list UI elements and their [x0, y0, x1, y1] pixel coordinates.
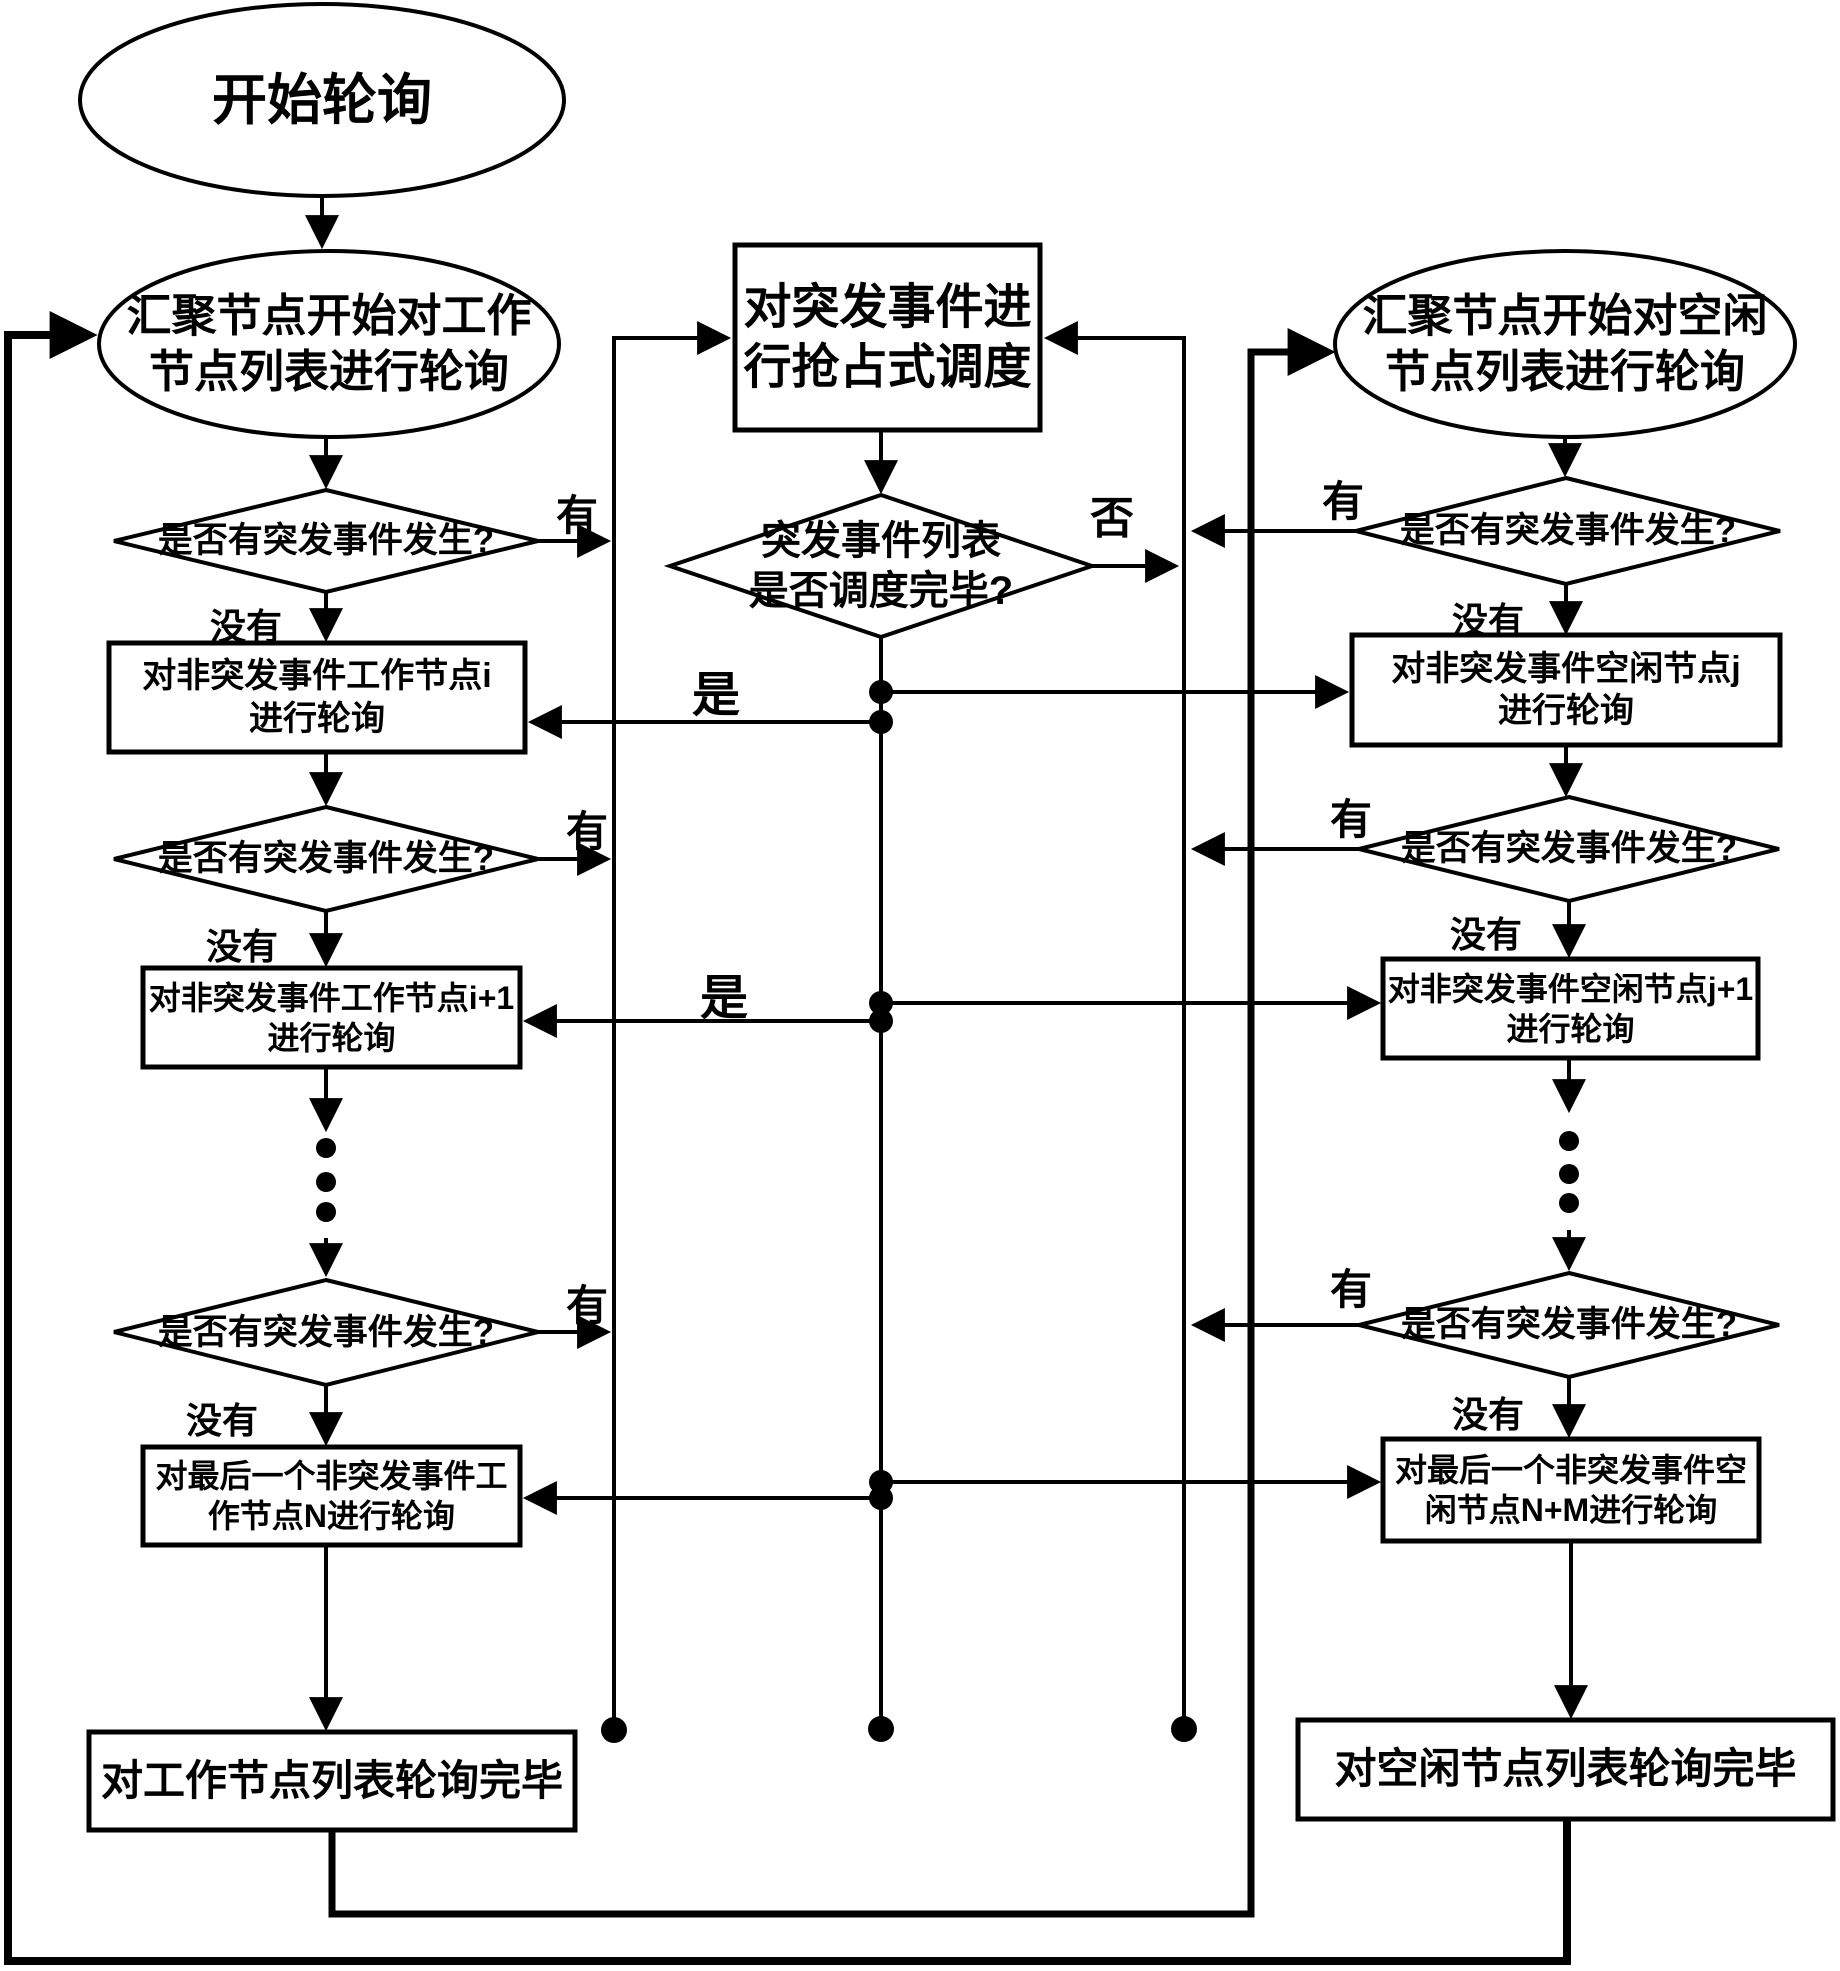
terminal-dot-middle	[868, 1716, 894, 1742]
work-n-rect	[140, 1444, 523, 1548]
schedule-rect	[732, 242, 1043, 433]
work-done-rect	[86, 1729, 578, 1833]
idle-done-rect	[1295, 1717, 1836, 1822]
junction-dot	[869, 1009, 893, 1033]
idle-j1-rect	[1380, 956, 1761, 1061]
junction-dot	[869, 1486, 893, 1510]
idle-nm-rect	[1380, 1436, 1762, 1544]
ellipsis-dot-right	[1559, 1131, 1579, 1151]
merge-line-left-to-schedule	[612, 321, 732, 1730]
work-head-ellipse	[97, 249, 561, 439]
left-burst-check2-diamond	[113, 804, 539, 914]
terminal-dot-left	[601, 1717, 627, 1743]
right-burst-check2-diamond	[1358, 794, 1780, 904]
idle-head-ellipse	[1333, 249, 1797, 439]
junction-dot	[869, 680, 893, 704]
right-burst-check3-diamond	[1358, 1270, 1780, 1380]
idle-j-rect	[1349, 632, 1783, 748]
ellipsis-dot-left	[316, 1138, 336, 1158]
junction-dot	[869, 710, 893, 734]
ellipsis-dot-left	[316, 1202, 336, 1222]
ellipsis-dot-right	[1559, 1193, 1579, 1213]
loop-idle-done-to-work-head	[4, 311, 1571, 1965]
left-burst-check1-diamond	[113, 487, 539, 595]
ellipsis-dot-right	[1559, 1164, 1579, 1184]
work-i1-rect	[140, 965, 523, 1070]
junction-dot	[869, 991, 893, 1015]
ellipsis-dot-left	[316, 1172, 336, 1192]
terminal-dot-right	[1171, 1716, 1197, 1742]
start-ellipse	[78, 2, 566, 198]
schedule-done-check-diamond	[663, 492, 1099, 640]
work-i-rect	[106, 640, 528, 755]
merge-line-right-to-schedule	[1043, 321, 1186, 1729]
loop-work-done-to-idle-head	[328, 328, 1336, 1918]
right-burst-check1-diamond	[1355, 475, 1781, 587]
left-burst-check3-diamond	[113, 1277, 539, 1388]
